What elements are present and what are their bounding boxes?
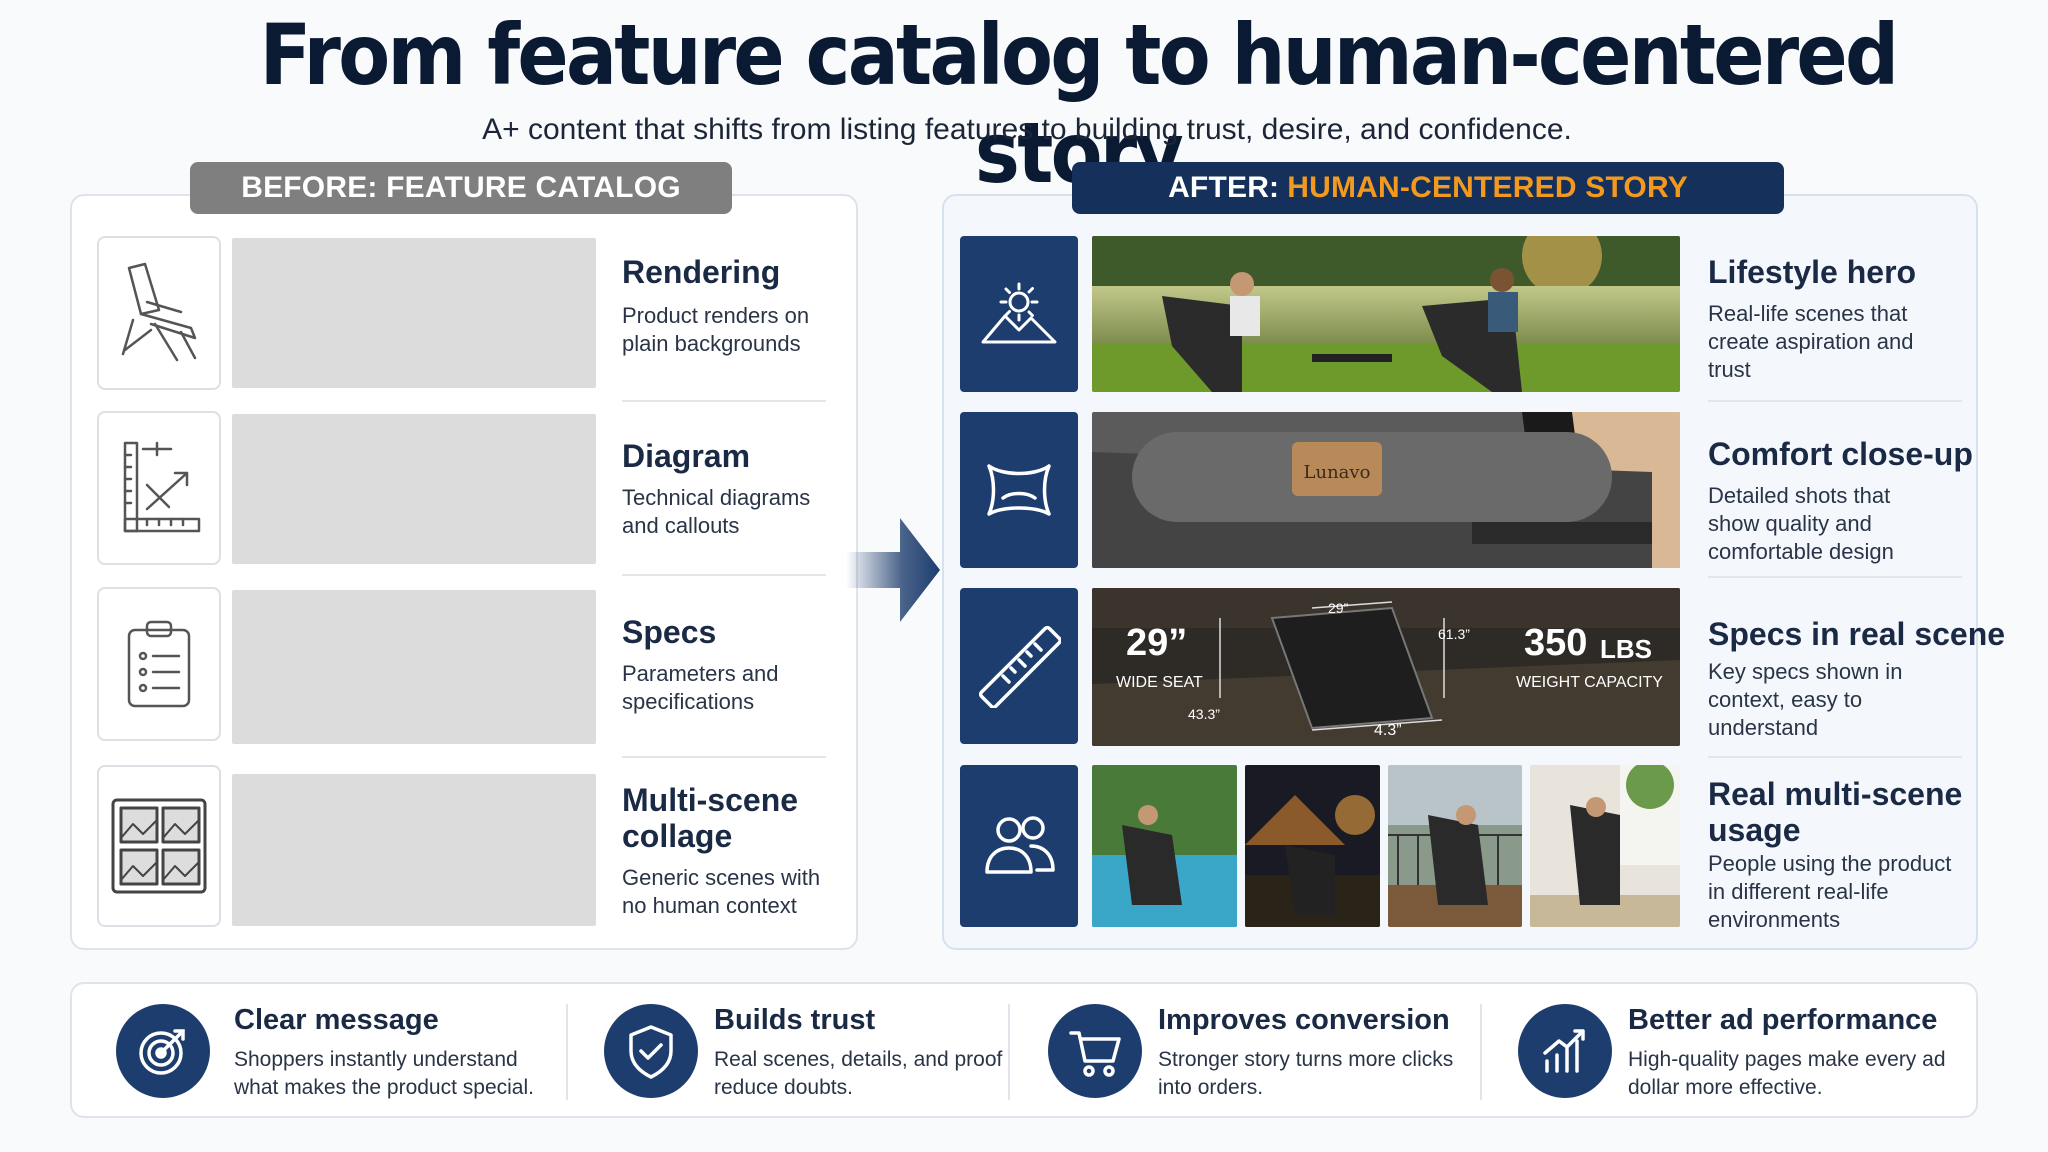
dimension-right: 61.3” bbox=[1438, 626, 1470, 642]
weight-capacity-label: WEIGHT CAPACITY bbox=[1516, 674, 1663, 691]
lounge-chair-icon bbox=[97, 236, 221, 390]
benefits-bar: Clear message Shoppers instantly underst… bbox=[70, 982, 1978, 1118]
transition-arrow-icon bbox=[846, 518, 940, 622]
comfort-closeup-photo: Lunavo bbox=[1092, 412, 1680, 568]
benefit-desc: Real scenes, details, and proof reduce d… bbox=[714, 1048, 1003, 1099]
after-row-desc: Detailed shots that show quality and com… bbox=[1708, 483, 1894, 564]
before-specs-image bbox=[232, 590, 596, 744]
usage-camping-photo bbox=[1245, 765, 1380, 927]
before-row-desc: Product renders on plain backgrounds bbox=[622, 303, 810, 356]
pillow-icon bbox=[960, 412, 1078, 568]
ruler-icon bbox=[960, 588, 1078, 744]
before-row-title: Diagram bbox=[622, 438, 751, 474]
benefit-desc: Stronger story turns more clicks into or… bbox=[1158, 1048, 1454, 1099]
benefit-desc: Shoppers instantly understand what makes… bbox=[234, 1048, 534, 1099]
after-row-title: Specs in real scene bbox=[1708, 616, 2006, 652]
page-title: From feature catalog to human-centered s… bbox=[259, 6, 1900, 202]
after-row-desc: Real-life scenes that create aspiration … bbox=[1708, 301, 1914, 382]
ruler-diagram-icon bbox=[97, 411, 221, 565]
weight-capacity-value: 350 bbox=[1524, 622, 1588, 664]
weight-capacity-unit: LBS bbox=[1600, 634, 1652, 664]
bar-chart-icon bbox=[1518, 1004, 1612, 1098]
sun-mountain-icon bbox=[960, 236, 1078, 392]
dimension-top: 29” bbox=[1328, 600, 1349, 616]
image-collage-icon bbox=[97, 765, 221, 927]
usage-balcony-photo bbox=[1388, 765, 1522, 927]
after-row-title: Lifestyle hero bbox=[1708, 254, 1917, 290]
benefit-clear-message: Clear message Shoppers instantly underst… bbox=[116, 984, 546, 1120]
after-row-desc: People using the product in different re… bbox=[1708, 851, 1952, 932]
before-row-desc: Technical diagrams and callouts bbox=[622, 485, 811, 538]
benefit-better-ad-performance: Better ad performance High-quality pages… bbox=[1518, 984, 1958, 1120]
benefit-title: Improves conversion bbox=[1158, 1004, 1450, 1036]
benefit-title: Better ad performance bbox=[1628, 1004, 1938, 1036]
benefit-improves-conversion: Improves conversion Stronger story turns… bbox=[1048, 984, 1478, 1120]
pillow-brand-label: Lunavo bbox=[1304, 462, 1371, 483]
before-row-title: Specs bbox=[622, 614, 717, 650]
specs-real-scene-photo: 29” WIDE SEAT 350 LBS WEIGHT CAPACITY 29… bbox=[1092, 588, 1680, 746]
after-label-accent: HUMAN-CENTERED STORY bbox=[1287, 171, 1688, 204]
after-row-title: Real multi-scene usage bbox=[1708, 776, 1963, 848]
dimension-left: 43.3” bbox=[1188, 706, 1220, 722]
after-label-prefix: AFTER: bbox=[1168, 171, 1280, 204]
before-row-desc: Parameters and specifications bbox=[622, 661, 779, 714]
after-label: AFTER: HUMAN-CENTERED STORY bbox=[1072, 162, 1784, 214]
after-row-desc: Key specs shown in context, easy to unde… bbox=[1708, 659, 1903, 740]
seat-width-label: WIDE SEAT bbox=[1116, 674, 1203, 691]
before-collage-image bbox=[232, 774, 596, 926]
usage-pool-photo bbox=[1092, 765, 1237, 927]
benefit-builds-trust: Builds trust Real scenes, details, and p… bbox=[604, 984, 1034, 1120]
clipboard-checklist-icon bbox=[97, 587, 221, 741]
before-label: BEFORE: FEATURE CATALOG bbox=[190, 162, 732, 214]
before-rendering-image bbox=[232, 238, 596, 388]
cart-icon bbox=[1048, 1004, 1142, 1098]
benefit-title: Clear message bbox=[234, 1004, 439, 1036]
benefit-desc: High-quality pages make every ad dollar … bbox=[1628, 1048, 1946, 1099]
before-row-desc: Generic scenes with no human context bbox=[622, 865, 821, 918]
before-diagram-image bbox=[232, 414, 596, 564]
page-subtitle: A+ content that shifts from listing feat… bbox=[482, 113, 1572, 146]
after-row-title: Comfort close-up bbox=[1708, 436, 1973, 472]
before-row-title: Multi-scene collage bbox=[622, 782, 799, 854]
dimension-bottom: 4.3” bbox=[1374, 722, 1402, 739]
shield-check-icon bbox=[604, 1004, 698, 1098]
seat-width-value: 29” bbox=[1126, 622, 1188, 664]
benefit-title: Builds trust bbox=[714, 1004, 876, 1036]
lifestyle-hero-photo bbox=[1092, 236, 1680, 392]
usage-indoor-photo bbox=[1530, 765, 1680, 927]
people-icon bbox=[960, 765, 1078, 927]
target-icon bbox=[116, 1004, 210, 1098]
before-row-title: Rendering bbox=[622, 254, 781, 290]
